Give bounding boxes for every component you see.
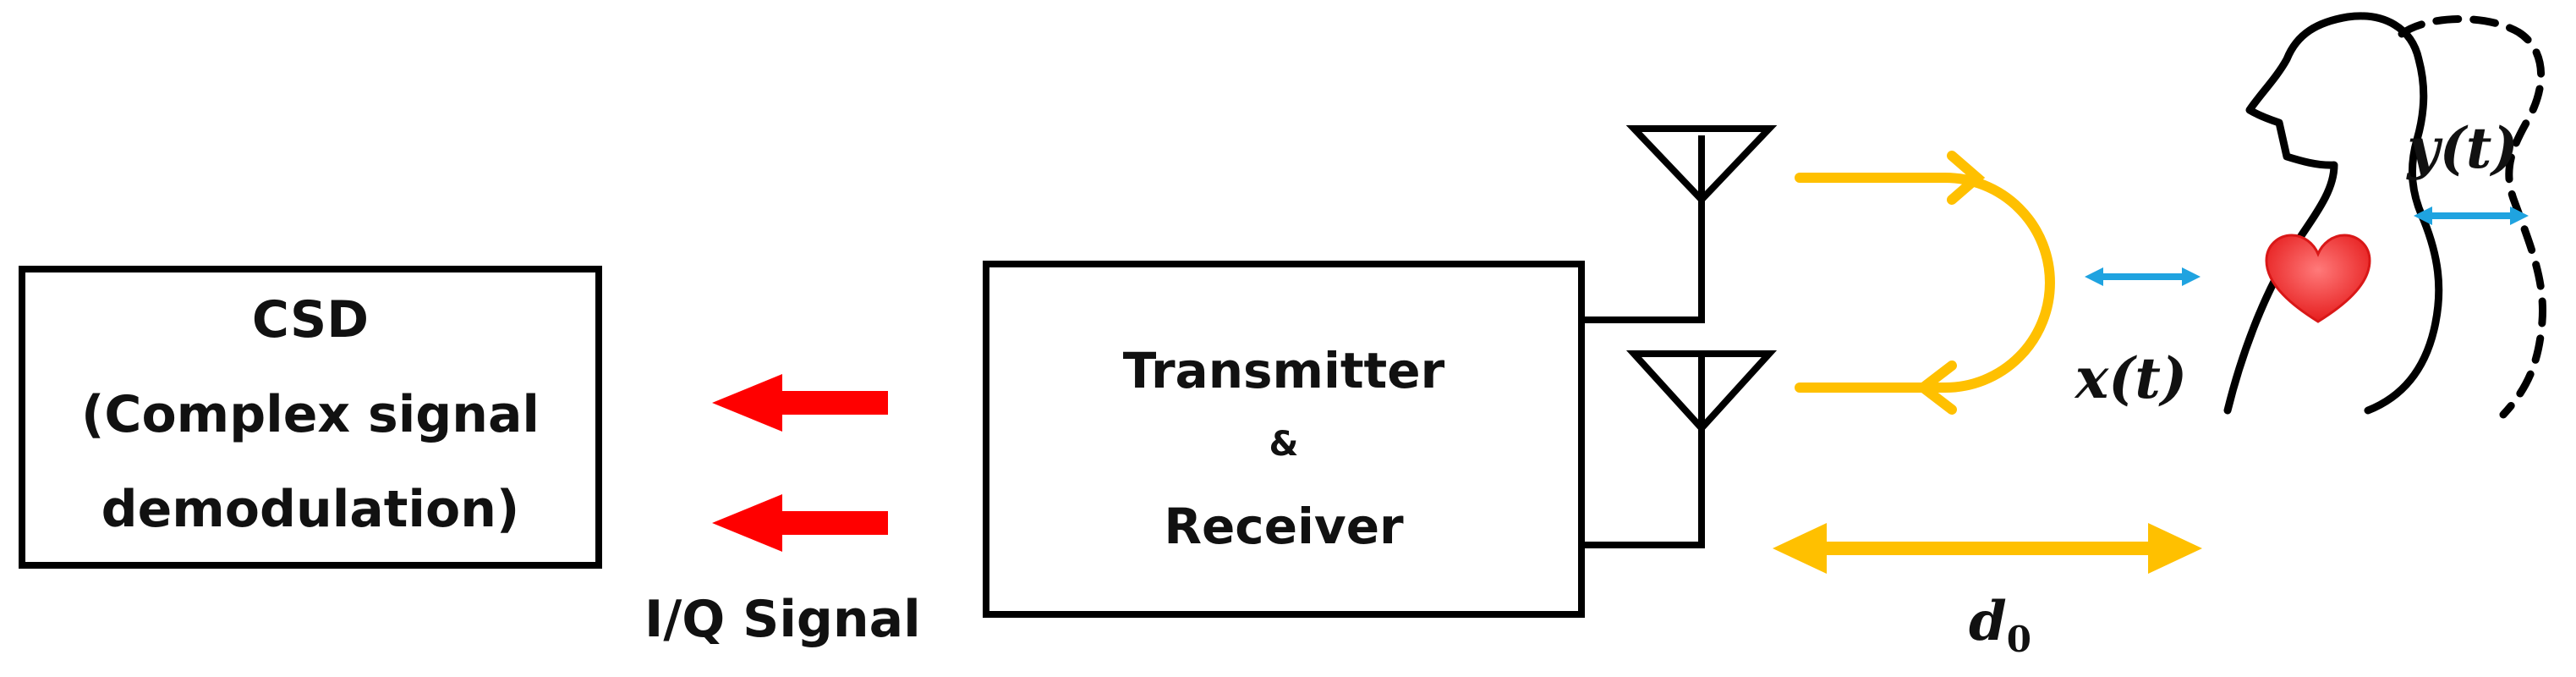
iq-arrow-bottom [712, 494, 888, 552]
iq-signal-label: I/Q Signal [644, 590, 921, 649]
x-t-label: x(t) [2074, 345, 2187, 411]
x-displacement-arrow [2085, 267, 2201, 286]
person-silhouette-icon [2223, 12, 2443, 415]
transceiver-line2: & [1269, 425, 1299, 464]
y-displacement-arrow [2414, 206, 2529, 225]
csd-line3: demodulation) [101, 480, 520, 539]
iq-arrows [712, 374, 888, 552]
d0-arrow [1773, 523, 2202, 574]
antennas [1581, 125, 1778, 548]
transceiver-box [983, 261, 1585, 618]
transceiver-line1: Transmitter [1123, 342, 1445, 399]
tx-feed-line [1581, 135, 1705, 323]
displacement-arrows [2085, 206, 2529, 286]
d0-subscript: 0 [2007, 619, 2031, 660]
rx-feed-line [1581, 354, 1705, 548]
rx-antenna-icon [1625, 350, 1778, 433]
heart-icon [2265, 234, 2371, 323]
csd-block: CSD (Complex signal demodulation) [19, 266, 602, 569]
displaced-silhouette-icon [2398, 14, 2547, 419]
iq-arrow-top [712, 374, 888, 432]
wave-path [1795, 173, 2055, 393]
d0-main: d [1969, 590, 2007, 653]
tx-antenna-icon [1625, 125, 1778, 205]
d0-label: d0 [1969, 590, 2031, 660]
csd-title: CSD [252, 290, 369, 350]
transceiver-line3: Receiver [1164, 498, 1404, 555]
distance-arrow: d0 [1773, 523, 2202, 660]
csd-line2: (Complex signal [81, 385, 540, 444]
csd-box [19, 266, 602, 569]
radar-wave [1795, 151, 2055, 415]
transceiver-block: Transmitter & Receiver [983, 261, 1585, 618]
wave-arrowhead-return [1915, 361, 1957, 415]
wave-arrowhead-out [1947, 151, 1986, 205]
y-t-label: y(t) [2405, 115, 2518, 181]
